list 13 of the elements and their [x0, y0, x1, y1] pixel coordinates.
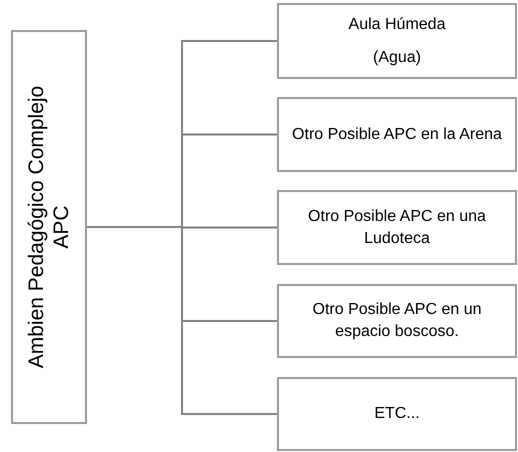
branch-box: [277, 377, 517, 451]
connector-line: [87, 226, 277, 415]
branch-box: [277, 97, 517, 172]
box-text: Otro Posible APC en un espacio boscoso.: [312, 300, 482, 342]
branch-box: [277, 190, 517, 265]
branch-box: [277, 3, 517, 79]
branch-box: [277, 284, 517, 358]
box-text: Otro Posible APC en una Ludoteca: [307, 206, 487, 248]
box-title: Ambien Pedagógico Complejo APC: [24, 84, 74, 370]
vertical-label-box: [11, 30, 87, 424]
box-text: ETC...: [373, 404, 421, 424]
box-text: Otro Posible APC en la Arena: [291, 124, 503, 144]
box-text: Aula Húmeda (Agua): [348, 15, 446, 68]
